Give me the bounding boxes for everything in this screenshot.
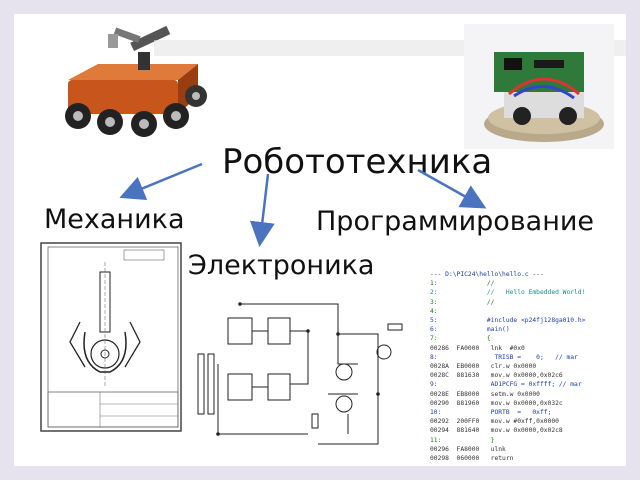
micro-robot-image [464, 24, 614, 149]
branch-label-programming: Программирование [316, 206, 595, 237]
electronics-schematic-image [188, 294, 424, 462]
code-line: 8: TRISB = 0; // mar [430, 353, 578, 361]
code-line: 00294 881640 mov.w 0x0000,0x02c8 [430, 427, 563, 435]
code-line: 00290 881960 mov.w 0x0000,0x032c [430, 399, 563, 407]
code-line: 1: // [430, 280, 495, 288]
code-line: 00298 060000 return [430, 455, 514, 463]
code-line: 9: AD1PCFG = 0xffff; // mar [430, 381, 582, 389]
code-line: 0028C 881630 mov.w 0x0000,0x02c6 [430, 372, 563, 380]
slide: Робототехника Механика Электроника Прогр… [14, 14, 626, 466]
code-line: 00286 FA0000 lnk #0x0 [430, 344, 525, 352]
code-listing: --- D:\PIC24\hello\hello.c --- 1: // 2: … [430, 270, 626, 466]
arrow-to-mechanics [119, 162, 203, 200]
arrow-to-electronics [249, 173, 275, 247]
code-line: 00296 FA8000 ulnk [430, 445, 506, 453]
code-line: 0028A EB0000 clr.w 0x0000 [430, 363, 537, 371]
branch-arrows [119, 162, 487, 247]
code-line: 7: { [430, 335, 491, 343]
code-line: 2: // Hello Embedded World! [430, 289, 586, 297]
code-line: 10: PORTB = 0xff; [430, 409, 552, 417]
branch-label-mechanics: Механика [44, 204, 185, 235]
code-line: 4: [430, 307, 438, 315]
code-line: --- D:\PIC24\hello\hello.c --- [430, 271, 544, 278]
code-line: 0028E EB8000 setm.w 0x0000 [430, 390, 540, 398]
branch-label-electronics: Электроника [188, 250, 375, 281]
code-line: 00292 200FF0 mov.w #0xff,0x0000 [430, 418, 559, 426]
arrow-to-programming [417, 168, 487, 209]
code-line: 5: #include <p24fj128ga010.h> [430, 317, 586, 325]
code-line: 11: } [430, 436, 495, 444]
mechanical-drawing-image [40, 242, 182, 432]
robot-vehicle-image [65, 25, 207, 137]
code-line: 3: // [430, 298, 495, 306]
code-line: 6: main() [430, 326, 510, 334]
